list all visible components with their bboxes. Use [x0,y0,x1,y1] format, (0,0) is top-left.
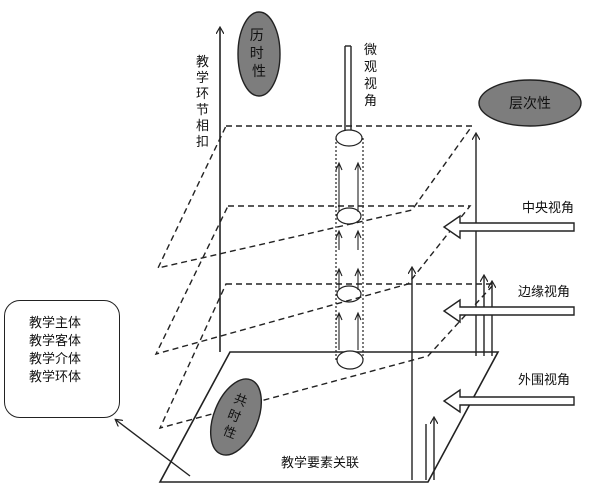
synchronic-label: 共 时 性 [219,392,253,444]
hierarchy-oval [478,79,582,127]
edge-view-label: 边缘视角 [518,285,570,300]
element-link-label: 教学要素关联 [281,455,359,471]
synchronic-char-3: 性 [221,424,239,443]
central-view-label: 中央视角 [522,201,574,216]
teaching-links-char-2: 学 [196,70,209,86]
legend-item: 教学介体 [29,352,82,367]
cylinder-up-arrows [335,161,362,350]
teaching-links-char-3: 环 [196,87,209,102]
legend-item: 教学环体 [29,370,82,385]
teaching-elements-box: 教学主体 教学客体 教学介体 教学环体 [4,300,120,418]
synchronic-oval [209,378,263,456]
side-arrows [442,214,575,414]
diachronic-char-2: 时 [250,46,264,62]
micro-view-char-2: 观 [364,60,377,75]
micro-view-label: 微 观 视 角 [364,43,381,109]
plane-middle [154,205,472,356]
teaching-links-char-5: 相 [196,119,209,134]
plane-top [156,125,474,270]
edge-view-arrow [442,298,575,324]
micro-view-pipe [344,45,352,130]
peripheral-view-label: 外围视角 [518,373,570,388]
central-view-arrow [442,214,575,240]
diachronic-label: 历 时 性 [250,28,268,80]
micro-view-char-1: 微 [364,43,377,58]
legend-item: 教学客体 [29,334,82,349]
diachronic-oval [237,11,281,97]
legend-item: 教学主体 [29,316,82,331]
teaching-links-label: 教 学 环 节 相 扣 [196,54,213,150]
legend-pointer [116,420,191,477]
teaching-links-char-1: 教 [196,54,209,70]
micro-view-char-3: 视 [364,77,377,92]
diachronic-char-1: 历 [250,28,264,44]
peripheral-view-arrow [442,388,575,414]
micro-cylinder [335,129,364,370]
teaching-links-char-4: 节 [196,103,209,118]
hierarchy-label: 层次性 [509,96,551,112]
plane-lower [158,283,496,430]
diachronic-char-3: 性 [252,64,266,80]
teaching-links-char-6: 扣 [196,135,209,150]
base-plane [158,351,500,483]
micro-view-char-4: 角 [364,94,377,109]
